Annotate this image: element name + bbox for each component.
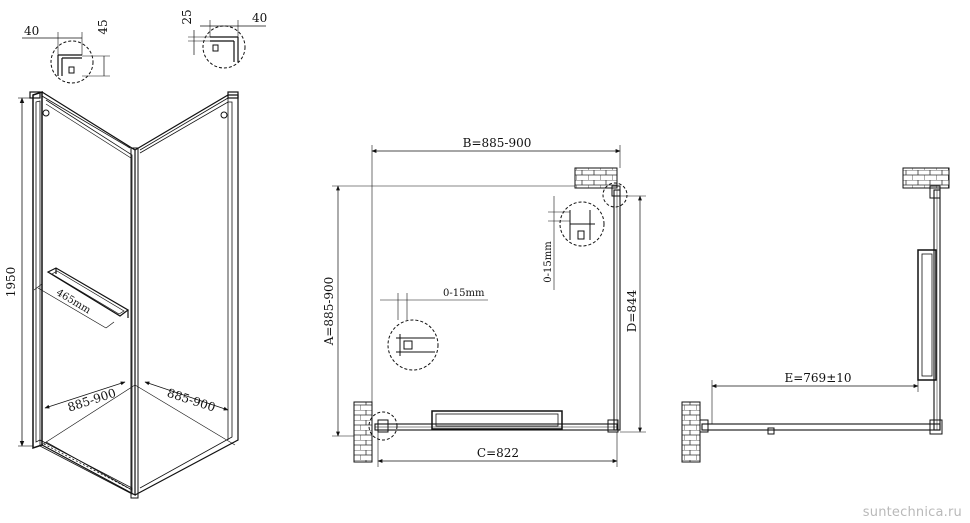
dim-adjust-h-label: 0-15mm <box>443 288 485 299</box>
dim-width-left-label: 885-900 <box>66 386 118 415</box>
dim-b-label: B=885-900 <box>463 136 532 150</box>
dim-handle-label: 465mm <box>54 287 93 316</box>
detail-left-width-label: 40 <box>24 24 39 38</box>
isometric-view <box>18 90 239 499</box>
dim-adjust-v-label: 0-15mm <box>543 241 554 283</box>
side-view <box>681 167 950 463</box>
dim-d-label: D=844 <box>625 289 639 332</box>
watermark: suntechnica.ru <box>862 505 962 520</box>
detail-left-height-label: 45 <box>96 19 110 34</box>
detail-right-width-label: 40 <box>252 11 267 25</box>
dim-height-label: 1950 <box>4 267 18 298</box>
iso-detail-right <box>188 20 266 69</box>
dim-width-right-label: 885-900 <box>165 386 217 415</box>
handle-bar <box>46 267 130 318</box>
dim-c-label: C=822 <box>477 446 519 460</box>
iso-detail-left <box>22 32 110 84</box>
plan-view <box>332 145 646 467</box>
dim-e-label: E=769±10 <box>784 371 851 385</box>
right-panel <box>130 94 239 499</box>
detail-right-height-label: 25 <box>180 9 194 24</box>
dim-a-label: A=885-900 <box>322 277 336 347</box>
